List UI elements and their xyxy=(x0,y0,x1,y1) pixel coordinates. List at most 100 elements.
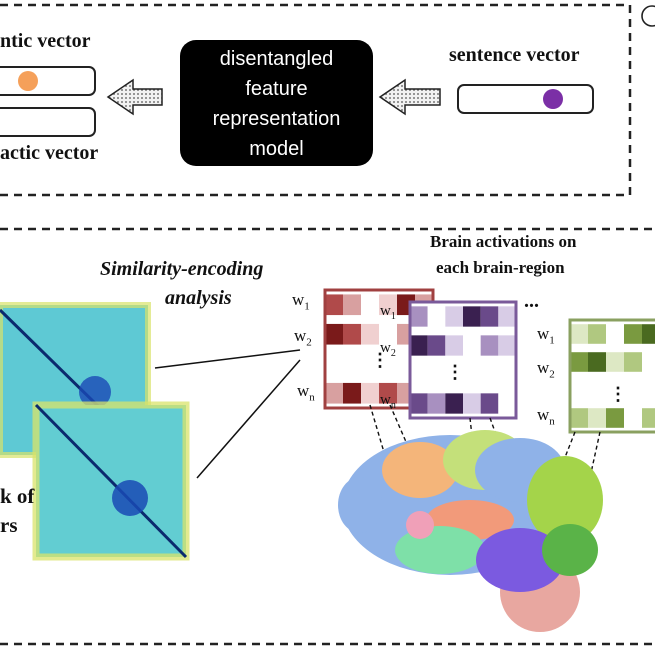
purple-activation-map-cell xyxy=(463,306,481,327)
green-activation-map-cell xyxy=(606,376,624,404)
brain-title-line-2: each brain-region xyxy=(436,258,565,277)
purple-activation-map-cell xyxy=(445,360,463,389)
model-label-line-4: model xyxy=(249,138,304,160)
purple-activation-map-cell xyxy=(427,360,446,389)
model-label-line-3: representation xyxy=(212,108,341,130)
green-activation-map-cell xyxy=(624,352,642,372)
w1-sub-green: 1 xyxy=(549,334,555,347)
w1-letter-red: w xyxy=(292,290,305,309)
purple-activation-map-cell xyxy=(480,360,499,389)
w2-label-green: w2 xyxy=(537,358,555,380)
wn-letter-red: w xyxy=(297,381,310,400)
red-activation-map-cell xyxy=(325,294,343,316)
purple-activation-map-cell xyxy=(498,393,516,414)
green-activation-map-border xyxy=(568,318,655,434)
brain-title-line-1: Brain activations on xyxy=(430,232,577,251)
circled-number-icon xyxy=(641,5,655,27)
purple-activation-map-cell xyxy=(410,360,428,389)
green-activation-map-cell xyxy=(624,324,642,344)
green-activation-map-cell xyxy=(624,376,642,404)
green-activation-map-cell xyxy=(624,408,642,428)
vdots-green: ⋮ xyxy=(609,384,627,404)
purple-activation-map-cell xyxy=(498,335,516,356)
left-arrow-sentence xyxy=(378,78,441,116)
purple-activation-map-cell xyxy=(463,335,481,356)
red-activation-map-cell xyxy=(343,294,361,316)
green-activation-map-cell xyxy=(642,376,655,404)
w2-sub-green: 2 xyxy=(549,368,555,381)
red-activation-map-cell xyxy=(361,349,379,379)
red-activation-map-cell xyxy=(379,382,397,404)
green-activation-map-cell xyxy=(570,324,588,344)
green-activation-map-cell xyxy=(588,352,606,372)
red-activation-map-cell xyxy=(361,382,379,404)
matrix-caption-line-1: k of xyxy=(0,484,35,508)
w2-label-red: w2 xyxy=(294,326,312,348)
red-activation-map-cell xyxy=(325,349,343,379)
red-activation-map-cell xyxy=(379,349,397,379)
syntactic-vector-box xyxy=(0,107,96,137)
wn-letter-green: w xyxy=(537,405,550,424)
red-activation-map-cell xyxy=(325,323,343,345)
red-activation-map-cell xyxy=(361,323,379,345)
model-box xyxy=(180,40,373,166)
connector-line-top xyxy=(154,349,301,369)
w1-label-purple: w1 xyxy=(380,303,396,322)
purple-activation-map-cell xyxy=(463,360,481,389)
green-activation-map-cell xyxy=(642,408,655,428)
sentence-vector-dot xyxy=(543,89,563,109)
green-activation-map-cell xyxy=(570,352,588,372)
w1-letter-green: w xyxy=(537,324,550,343)
model-label-line-2: feature xyxy=(245,78,308,100)
purple-activation-map-cell xyxy=(480,306,499,327)
semantic-vector-label: ntic vector xyxy=(0,30,91,52)
wn-letter-purple: w xyxy=(380,392,391,408)
semantic-vector-box xyxy=(0,66,96,96)
w1-sub-red: 1 xyxy=(304,300,310,313)
red-activation-map-cell xyxy=(325,382,343,404)
green-activation-map-cell xyxy=(642,352,655,372)
brain-illustration xyxy=(338,430,603,632)
ellipsis-label: ... xyxy=(524,290,539,312)
similarity-label-line-2: analysis xyxy=(165,287,232,309)
green-activation-map-cell xyxy=(606,352,624,372)
wn-sub-red: n xyxy=(309,391,315,404)
wn-label-green: wn xyxy=(537,405,555,427)
model-label: disentangled feature representation mode… xyxy=(180,44,373,164)
purple-activation-map-cell xyxy=(445,306,463,327)
sentence-vector-box xyxy=(457,84,594,114)
green-activation-map-cell xyxy=(588,376,606,404)
left-arrow-semantic xyxy=(106,78,163,116)
purple-activation-map-cell xyxy=(427,335,446,356)
top-panel-border xyxy=(0,3,632,197)
semantic-vector-dot xyxy=(18,71,38,91)
green-activation-map-cell xyxy=(606,408,624,428)
green-activation-map-cell xyxy=(588,408,606,428)
red-activation-map-cell xyxy=(343,323,361,345)
purple-activation-map-border xyxy=(408,300,518,420)
wn-sub-green: n xyxy=(549,415,555,428)
green-activation-map-cell xyxy=(588,324,606,344)
red-activation-map-cell xyxy=(343,349,361,379)
sentence-vector-label: sentence vector xyxy=(449,44,580,66)
purple-activation-map-cell xyxy=(410,393,428,414)
bottom-panel-border xyxy=(0,227,655,646)
green-activation-map-cell xyxy=(570,408,588,428)
wn-label-red: wn xyxy=(297,381,315,403)
red-activation-map-cell xyxy=(361,294,379,316)
red-activation-map-cell xyxy=(379,323,397,345)
purple-activation-map-cell xyxy=(427,393,446,414)
purple-activation-map-cell xyxy=(498,360,516,389)
w2-sub-purple: 2 xyxy=(390,348,396,359)
w1-sub-purple: 1 xyxy=(390,311,396,322)
green-activation-map-cell xyxy=(570,376,588,404)
purple-activation-map xyxy=(408,300,518,420)
w2-sub-red: 2 xyxy=(306,336,312,349)
purple-activation-map-cell xyxy=(463,393,481,414)
model-label-line-1: disentangled xyxy=(219,48,334,70)
wn-label-purple: wn xyxy=(380,392,396,411)
purple-activation-map-cell xyxy=(480,335,499,356)
purple-activation-map-cell xyxy=(410,306,428,327)
vdots-red: ⋮ xyxy=(371,350,389,370)
connector-line-bottom xyxy=(196,359,301,479)
